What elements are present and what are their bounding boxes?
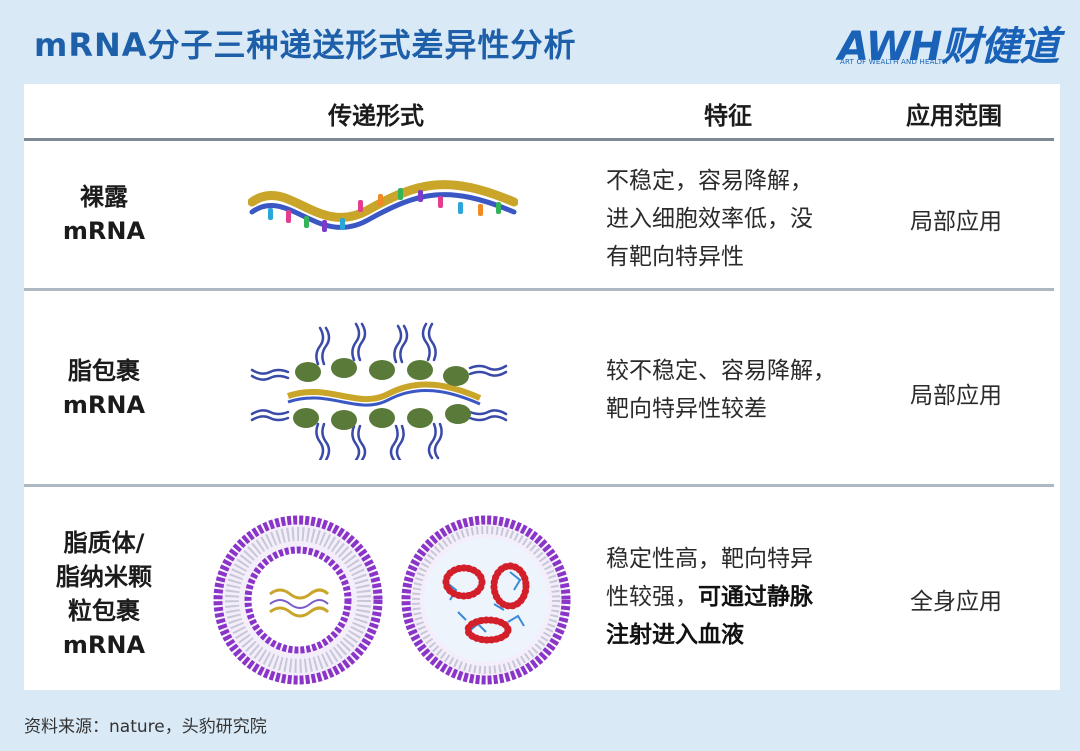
feature-highlight: 注射进入血液 <box>606 622 744 648</box>
row-label-line: 脂纳米颗 <box>56 563 152 591</box>
naked-mrna-illustration <box>248 180 518 232</box>
feature-line: 稳定性高，靶向特异 <box>606 546 813 572</box>
header-divider <box>24 138 1054 141</box>
feature-line: 性较强， <box>606 584 698 610</box>
row-divider <box>24 288 1054 291</box>
feature-liposome-mrna: 稳定性高，靶向特异 性较强，可通过静脉 注射进入血液 <box>606 540 856 654</box>
row-label-line: mRNA <box>62 391 146 419</box>
header-feature: 特征 <box>704 102 752 130</box>
feature-line: 有靶向特异性 <box>606 244 744 270</box>
feature-lipid-coated-mrna: 较不稳定、容易降解， 靶向特异性较差 <box>606 352 856 428</box>
scope-liposome-mrna: 全身应用 <box>910 589 1002 615</box>
row-label-line: mRNA <box>62 631 146 659</box>
source-note: 资料来源：nature，头豹研究院 <box>24 717 267 737</box>
row-label-line: 粒包裹 <box>68 597 140 625</box>
row-label-line: mRNA <box>62 217 146 245</box>
row-label-line: 裸露 <box>80 183 128 211</box>
row-label-line: 脂包裹 <box>68 357 140 385</box>
lipid-nanoparticle-mrna-illustration <box>401 515 571 685</box>
row-label-lipid-coated-mrna: 脂包裹 mRNA <box>24 354 184 422</box>
lipid-coated-mrna-illustration <box>250 322 508 460</box>
scope-lipid-coated-mrna: 局部应用 <box>910 383 1002 409</box>
row-label-line: 脂质体/ <box>63 529 145 557</box>
comparison-table: 传递形式 特征 应用范围 裸露 mRNA 不稳定，容易降解， 进入细胞效率低，没… <box>24 84 1060 690</box>
feature-naked-mrna: 不稳定，容易降解， 进入细胞效率低，没 有靶向特异性 <box>606 162 856 276</box>
brand-logo: AWH财健道 ART OF WEALTH AND HEALTH <box>838 14 1064 70</box>
feature-line: 靶向特异性较差 <box>606 396 767 422</box>
row-label-naked-mrna: 裸露 mRNA <box>24 180 184 248</box>
header-application-scope: 应用范围 <box>906 102 1002 130</box>
header-delivery-form: 传递形式 <box>328 102 424 130</box>
feature-line: 较不稳定、容易降解， <box>606 358 836 384</box>
feature-line: 进入细胞效率低，没 <box>606 206 813 232</box>
logo-tagline: ART OF WEALTH AND HEALTH <box>840 58 948 66</box>
row-label-liposome-mrna: 脂质体/ 脂纳米颗 粒包裹 mRNA <box>24 526 184 662</box>
logo-brand-text: AWH财健道 <box>838 24 1059 70</box>
feature-highlight: 可通过静脉 <box>698 584 813 610</box>
row-divider <box>24 484 1054 487</box>
feature-line: 不稳定，容易降解， <box>606 168 813 194</box>
liposome-mrna-illustration <box>213 515 383 685</box>
page-title: mRNA分子三种递送形式差异性分析 <box>34 26 577 64</box>
scope-naked-mrna: 局部应用 <box>910 209 1002 235</box>
